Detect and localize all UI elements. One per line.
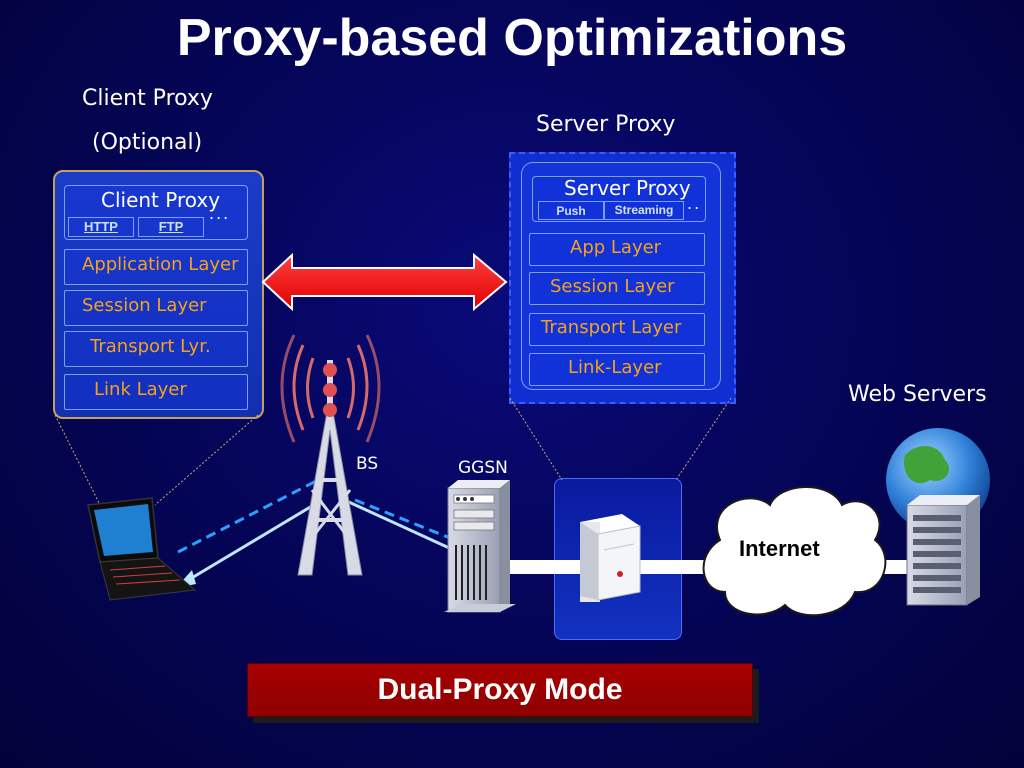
bs-label: BS [356,454,379,474]
client-proxy-optional-caption: (Optional) [92,130,203,155]
wireless-link-dashed-1 [177,476,323,554]
client-transport-layer: Transport Lyr. [64,331,248,367]
server-link-layer: Link-Layer [529,353,705,386]
wireless-link-dashed-2 [354,498,456,542]
web-servers-caption: Web Servers [848,382,987,407]
client-session-layer: Session Layer [64,290,248,326]
server-app-layer: App Layer [529,233,705,266]
client-application-layer: Application Layer [64,249,248,285]
server-proxy-label: Server Proxy [564,176,691,200]
client-proxy-stack [53,170,264,419]
client-proxy-label: Client Proxy [101,188,221,212]
ftp-module: FTP [138,217,204,237]
client-link-layer: Link Layer [64,374,248,410]
http-module: HTTP [68,217,134,237]
page-title: Proxy-based Optimizations [176,9,848,67]
server-session-layer: Session Layer [529,272,705,305]
web-server-icon [886,428,990,606]
server-proxy-caption: Server Proxy [536,112,676,137]
server-more-dots: .. [687,194,702,213]
cloud-icon [702,486,887,617]
proxy-server-icon [580,514,641,602]
wireless-link-solid-2 [339,496,459,554]
laptop-icon [87,497,197,601]
push-module: Push [538,201,604,220]
internet-label: Internet [739,536,820,561]
wireless-link-solid-1 [179,498,323,587]
ggsn-label: GGSN [458,458,508,478]
zoom-lines [54,397,732,506]
client-proxy-module [64,185,248,240]
antenna-tower-icon [280,334,381,576]
client-proxy-caption: Client Proxy [82,86,213,111]
double-arrow [261,252,508,312]
server-transport-layer: Transport Layer [529,313,705,346]
dual-proxy-mode-banner: Dual-Proxy Mode [247,663,753,717]
server-proxy-frame [521,162,721,390]
server-tower-icon [444,480,516,613]
client-more-dots: ... [209,204,231,223]
streaming-module: Streaming [604,201,684,220]
server-proxy-module [532,176,706,222]
